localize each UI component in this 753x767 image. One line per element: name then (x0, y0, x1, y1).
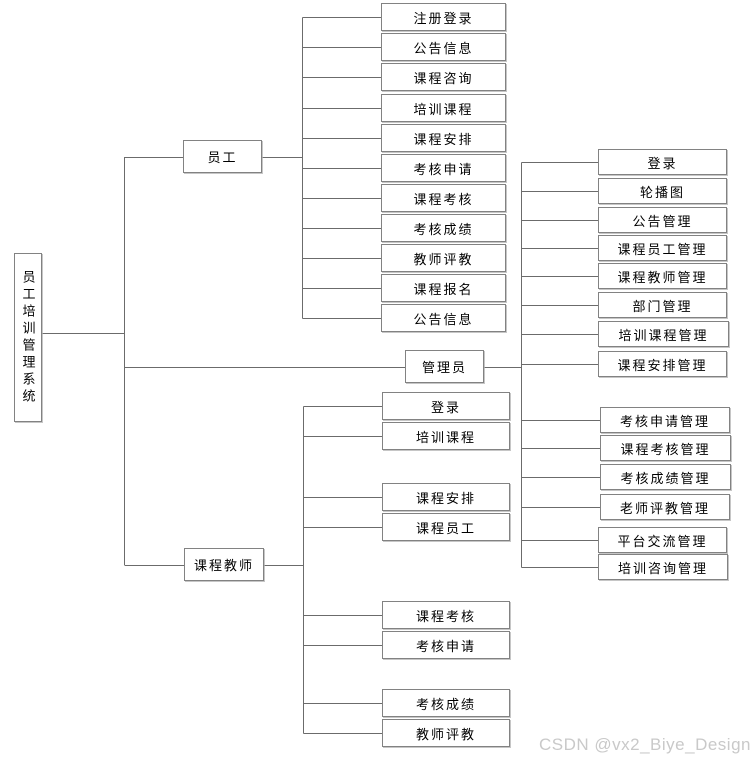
tree-node: 平台交流管理 (598, 527, 727, 553)
branch-node-admin: 管理员 (405, 350, 484, 383)
root-node-system-title: 员工培训管理系统 (14, 253, 42, 422)
tree-node: 考核成绩管理 (600, 464, 731, 490)
csdn-watermark: CSDN @vx2_Biye_Design (538, 735, 751, 754)
tree-node: 考核申请管理 (600, 407, 730, 433)
tree-node: 课程安排 (381, 124, 506, 152)
tree-node: 考核申请 (382, 631, 510, 659)
branch-node-teacher: 课程教师 (184, 548, 264, 581)
tree-node: 课程考核管理 (600, 435, 731, 461)
tree-node: 教师评教 (381, 244, 506, 272)
tree-node: 课程考核 (381, 184, 506, 212)
tree-node: 课程员工管理 (598, 235, 727, 261)
tree-node: 考核成绩 (381, 214, 506, 242)
tree-node: 公告信息 (381, 304, 506, 332)
tree-node: 培训咨询管理 (598, 554, 728, 580)
tree-node: 登录 (598, 149, 727, 175)
tree-node: 轮播图 (598, 178, 727, 204)
tree-node: 课程教师管理 (598, 263, 727, 289)
tree-node: 课程咨询 (381, 63, 506, 91)
tree-node: 公告管理 (598, 207, 727, 233)
branch-node-employee: 员工 (183, 140, 262, 173)
tree-node: 培训课程 (382, 422, 510, 450)
tree-node: 培训课程管理 (598, 321, 729, 347)
tree-node: 登录 (382, 392, 510, 420)
tree-node: 部门管理 (598, 292, 727, 318)
tree-node: 考核申请 (381, 154, 506, 182)
tree-node: 课程安排 (382, 483, 510, 511)
tree-node: 老师评教管理 (600, 494, 730, 520)
tree-node: 课程报名 (381, 274, 506, 302)
tree-node: 课程安排管理 (598, 351, 727, 377)
tree-node: 教师评教 (382, 719, 510, 747)
tree-node: 课程员工 (382, 513, 510, 541)
tree-node: 培训课程 (381, 94, 506, 122)
tree-node: 注册登录 (381, 3, 506, 31)
tree-node: 考核成绩 (382, 689, 510, 717)
tree-node: 课程考核 (382, 601, 510, 629)
tree-node: 公告信息 (381, 33, 506, 61)
